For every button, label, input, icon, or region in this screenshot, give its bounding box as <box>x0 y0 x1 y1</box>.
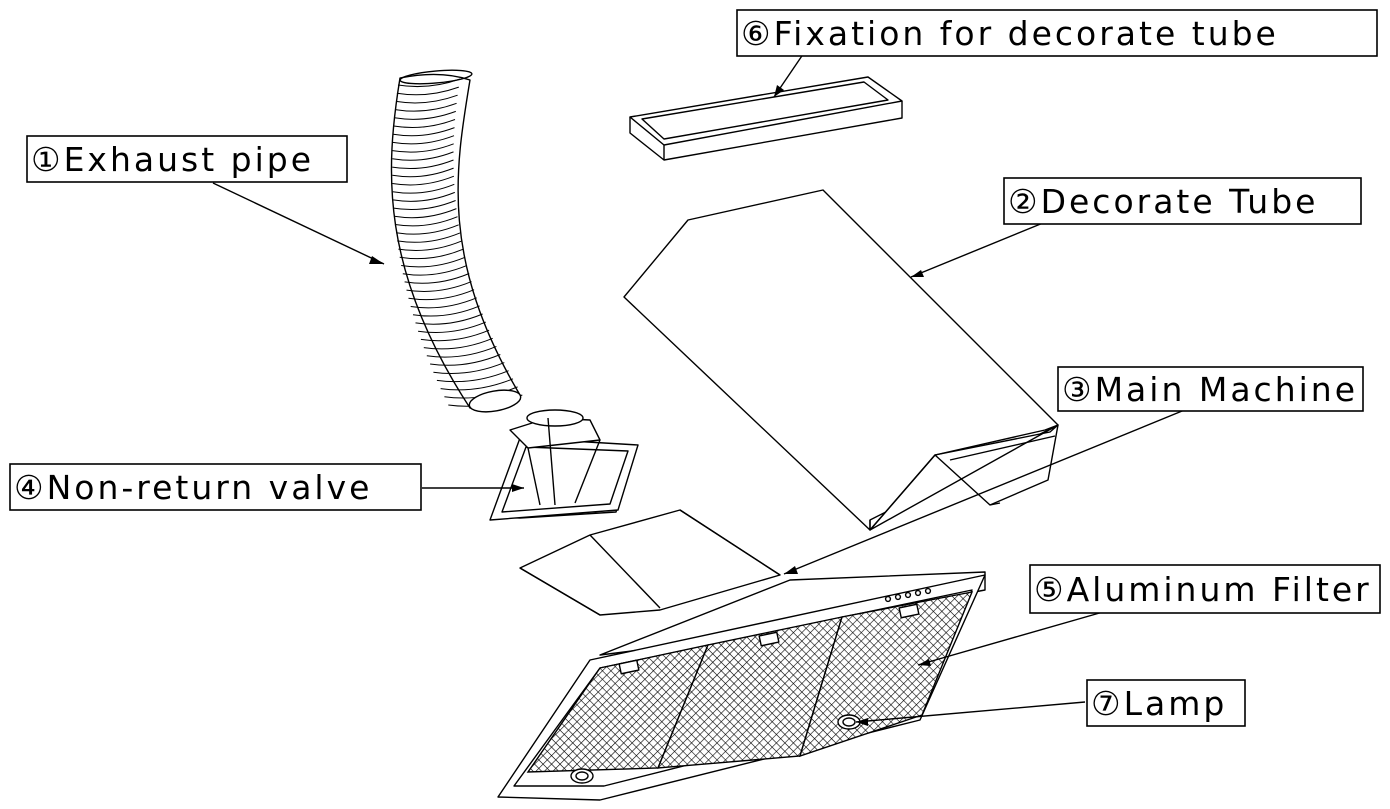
fixation-bracket-part <box>629 76 903 161</box>
non-return-valve-part <box>489 409 639 521</box>
pipe-ring <box>392 167 454 178</box>
main-machine-part <box>497 509 986 801</box>
label-lamp: ⑦Lamp <box>1086 679 1246 727</box>
label-non-return-valve: ④Non-return valve <box>9 463 422 511</box>
pipe-ring <box>392 159 454 170</box>
label-aluminum-filter-text: ⑤Aluminum Filter <box>1034 570 1372 609</box>
pipe-ring <box>436 370 509 383</box>
pipe-ring <box>423 337 493 350</box>
label-non-return-valve-text: ④Non-return valve <box>14 468 372 507</box>
label-exhaust-pipe-text: ①Exhaust pipe <box>31 140 314 179</box>
pipe-ring <box>393 119 456 128</box>
pipe-ring <box>401 256 466 268</box>
label-main-machine-text: ③Main Machine <box>1062 370 1358 409</box>
pipe-ring <box>392 143 454 153</box>
pipe-ring <box>404 273 470 284</box>
pipe-ring <box>393 200 456 210</box>
leader-lamp <box>855 701 1086 723</box>
pipe-ring <box>393 127 455 137</box>
pipe-ring <box>430 354 501 366</box>
leader-main-machine <box>783 408 1188 575</box>
pipe-ring <box>399 248 464 260</box>
pipe-ring <box>393 191 455 202</box>
label-main-machine: ③Main Machine <box>1057 366 1364 412</box>
leader-decorate-tube <box>910 222 1044 278</box>
pipe-ring <box>402 264 468 276</box>
label-decorate-tube: ②Decorate Tube <box>1003 177 1362 225</box>
pipe-ring <box>392 175 455 186</box>
pipe-ring <box>396 224 459 235</box>
pipe-ring <box>395 94 458 104</box>
pipe-ring <box>406 281 472 292</box>
leader-exhaust-pipe <box>212 182 385 265</box>
pipe-ring <box>394 110 456 120</box>
label-lamp-text: ⑦Lamp <box>1091 684 1227 723</box>
label-aluminum-filter: ⑤Aluminum Filter <box>1029 564 1381 614</box>
exhaust-pipe-part <box>390 69 523 413</box>
pipe-ring <box>395 102 457 112</box>
pipe-ring <box>396 86 459 96</box>
pipe-ring <box>433 362 505 374</box>
pipe-ring <box>395 216 458 227</box>
pipe-ring <box>398 240 462 251</box>
pipe-ring <box>418 321 486 333</box>
decorate-tube-part <box>623 189 1059 531</box>
pipe-ring <box>394 208 457 219</box>
pipe-ring <box>440 378 514 391</box>
label-decorate-tube-text: ②Decorate Tube <box>1008 182 1318 221</box>
pipe-ring <box>408 289 475 301</box>
pipe-ring <box>415 313 483 325</box>
pipe-ring <box>392 183 455 194</box>
pipe-ring <box>412 305 480 317</box>
pipe-ring <box>392 135 455 145</box>
pipe-ring <box>410 297 477 309</box>
leader-lines <box>212 43 1188 726</box>
pipe-ring <box>397 232 461 243</box>
label-fixation-text: ⑥Fixation for decorate tube <box>741 14 1279 53</box>
label-exhaust-pipe: ①Exhaust pipe <box>26 135 348 183</box>
leader-aluminum-filter <box>917 609 1111 666</box>
pipe-ring <box>420 329 490 342</box>
label-fixation: ⑥Fixation for decorate tube <box>736 9 1378 57</box>
pipe-ring <box>426 345 497 358</box>
pipe-ring <box>392 151 454 161</box>
